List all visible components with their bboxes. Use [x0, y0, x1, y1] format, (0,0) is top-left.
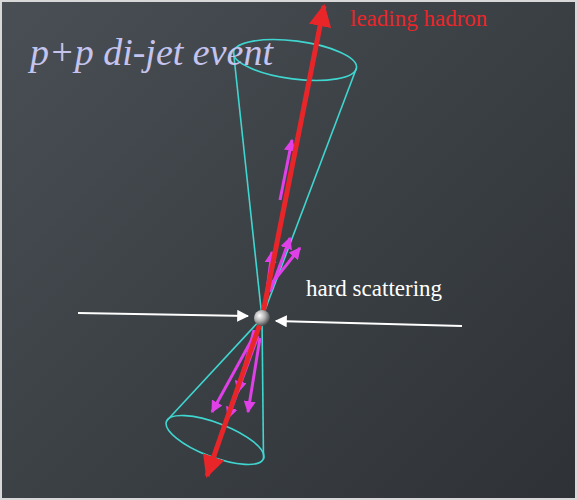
beam-arrows	[78, 313, 462, 326]
collision-point	[254, 310, 270, 326]
upper-jet-cone	[231, 33, 359, 318]
leading-hadron-arrows	[207, 6, 324, 476]
title: p+p di-jet event	[30, 30, 273, 74]
annotation-label: leading hadron	[350, 6, 487, 32]
annotation-label: hard scattering	[306, 276, 442, 302]
